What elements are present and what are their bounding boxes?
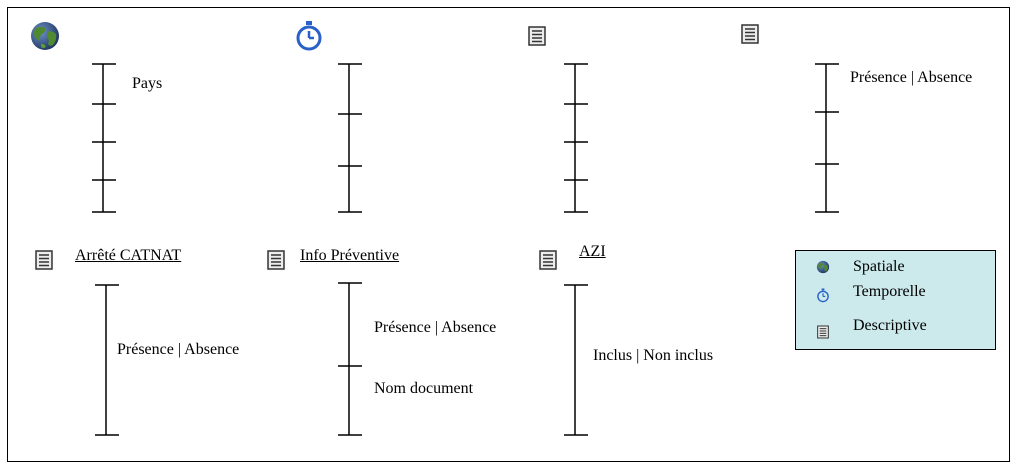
legend-label-temporelle: Temporelle [853,283,926,300]
globe-icon [816,260,830,274]
diagram-frame [7,7,1010,462]
hierarchy-scale-azi [564,284,588,436]
value-label-azi: Inclus | Non inclus [593,347,714,364]
title-info-preventive[interactable]: Info Préventive [300,247,400,264]
hierarchy-scale-temporal-top [338,63,362,213]
document-icon [817,325,829,339]
legend: Spatiale Temporelle Descriptive [795,250,996,350]
hierarchy-scale-arrete-catnat [95,284,119,436]
legend-label-spatiale: Spatiale [853,258,905,275]
stopwatch-icon [817,288,829,303]
level-label-presence-absence: Présence | Absence [850,69,973,86]
document-icon [35,250,53,270]
level-label-pays: Pays [132,75,163,92]
legend-label-descriptive: Descriptive [853,317,927,334]
hierarchy-scale-spatial-top [92,63,116,213]
document-icon [267,250,285,270]
document-icon [539,250,557,270]
title-azi[interactable]: AZI [579,243,606,260]
value-label-info-preventive-2: Nom document [374,380,474,397]
title-arrete-catnat[interactable]: Arrêté CATNAT [75,247,182,264]
hierarchy-scale-info-preventive [338,282,362,436]
hierarchy-scale-descriptive-top-2 [815,63,839,213]
stopwatch-icon [296,21,322,51]
value-label-arrete-catnat: Présence | Absence [117,341,240,358]
document-icon [528,26,546,46]
document-icon [741,24,759,44]
hierarchy-scale-descriptive-top-1 [564,63,588,213]
value-label-info-preventive-1: Présence | Absence [374,319,497,336]
globe-icon [31,22,59,50]
